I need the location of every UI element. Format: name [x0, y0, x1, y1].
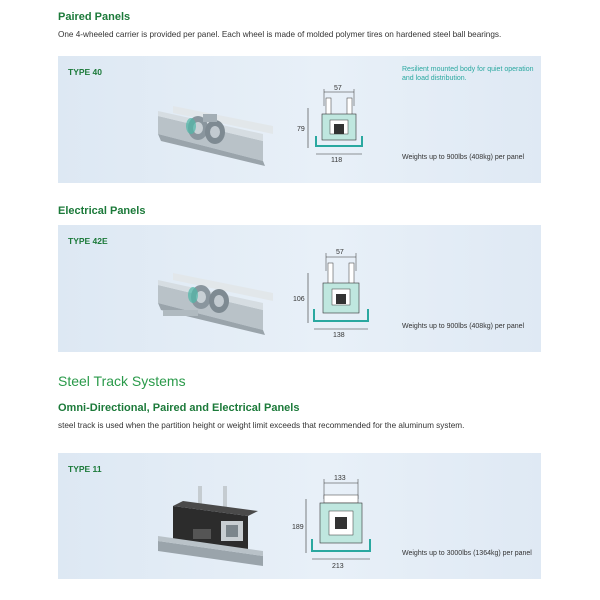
type-42e-dim-side: 106: [293, 296, 305, 303]
type-40-note: Resilient mounted body for quiet operati…: [402, 66, 534, 82]
type-42e-dim-top: 57: [336, 249, 344, 256]
type-11-label: TYPE 11: [68, 464, 102, 474]
type-40-dim-side: 79: [297, 126, 305, 133]
type-11-panel: TYPE 11 133 189 213 Weights up to 3000lb…: [58, 453, 541, 579]
type-42e-label: TYPE 42E: [68, 236, 108, 246]
type-11-dim-bottom: 213: [332, 563, 344, 570]
type-40-label: TYPE 40: [68, 67, 103, 77]
steel-track-description: steel track is used when the partition h…: [58, 421, 465, 430]
type-11-weight: Weights up to 3000lbs (1364kg) per panel: [402, 550, 532, 557]
type-42e-carrier-photo: [158, 273, 273, 335]
omni-directional-heading: Omni-Directional, Paired and Electrical …: [58, 402, 300, 414]
type-40-weight: Weights up to 900lbs (408kg) per panel: [402, 154, 525, 161]
paired-panels-heading: Paired Panels: [58, 11, 131, 23]
type-11-carrier-photo: [158, 486, 263, 566]
type-42e-panel: TYPE 42E 57 106 138 Weights up to 900lbs…: [58, 225, 541, 352]
type-42e-weight: Weights up to 900lbs (408kg) per panel: [402, 323, 525, 330]
type-11-dim-side: 189: [292, 524, 304, 531]
steel-track-section-title: Steel Track Systems: [58, 373, 186, 389]
type-42e-dim-bottom: 138: [333, 332, 345, 339]
type-42e-track-diagram: 57 106 138: [293, 249, 369, 339]
type-40-panel: TYPE 40 Resilient mounted body for quiet…: [58, 56, 541, 183]
paired-panels-description: One 4-wheeled carrier is provided per pa…: [58, 30, 502, 39]
type-11-track-diagram: 133 189 213: [292, 475, 371, 570]
type-40-carrier-photo: [158, 106, 273, 166]
electrical-panels-heading: Electrical Panels: [58, 205, 146, 217]
type-40-dim-bottom: 118: [331, 157, 342, 164]
type-40-dim-top: 57: [334, 85, 342, 92]
type-40-track-diagram: 57 79 118: [297, 85, 363, 164]
type-11-dim-top: 133: [334, 475, 346, 482]
